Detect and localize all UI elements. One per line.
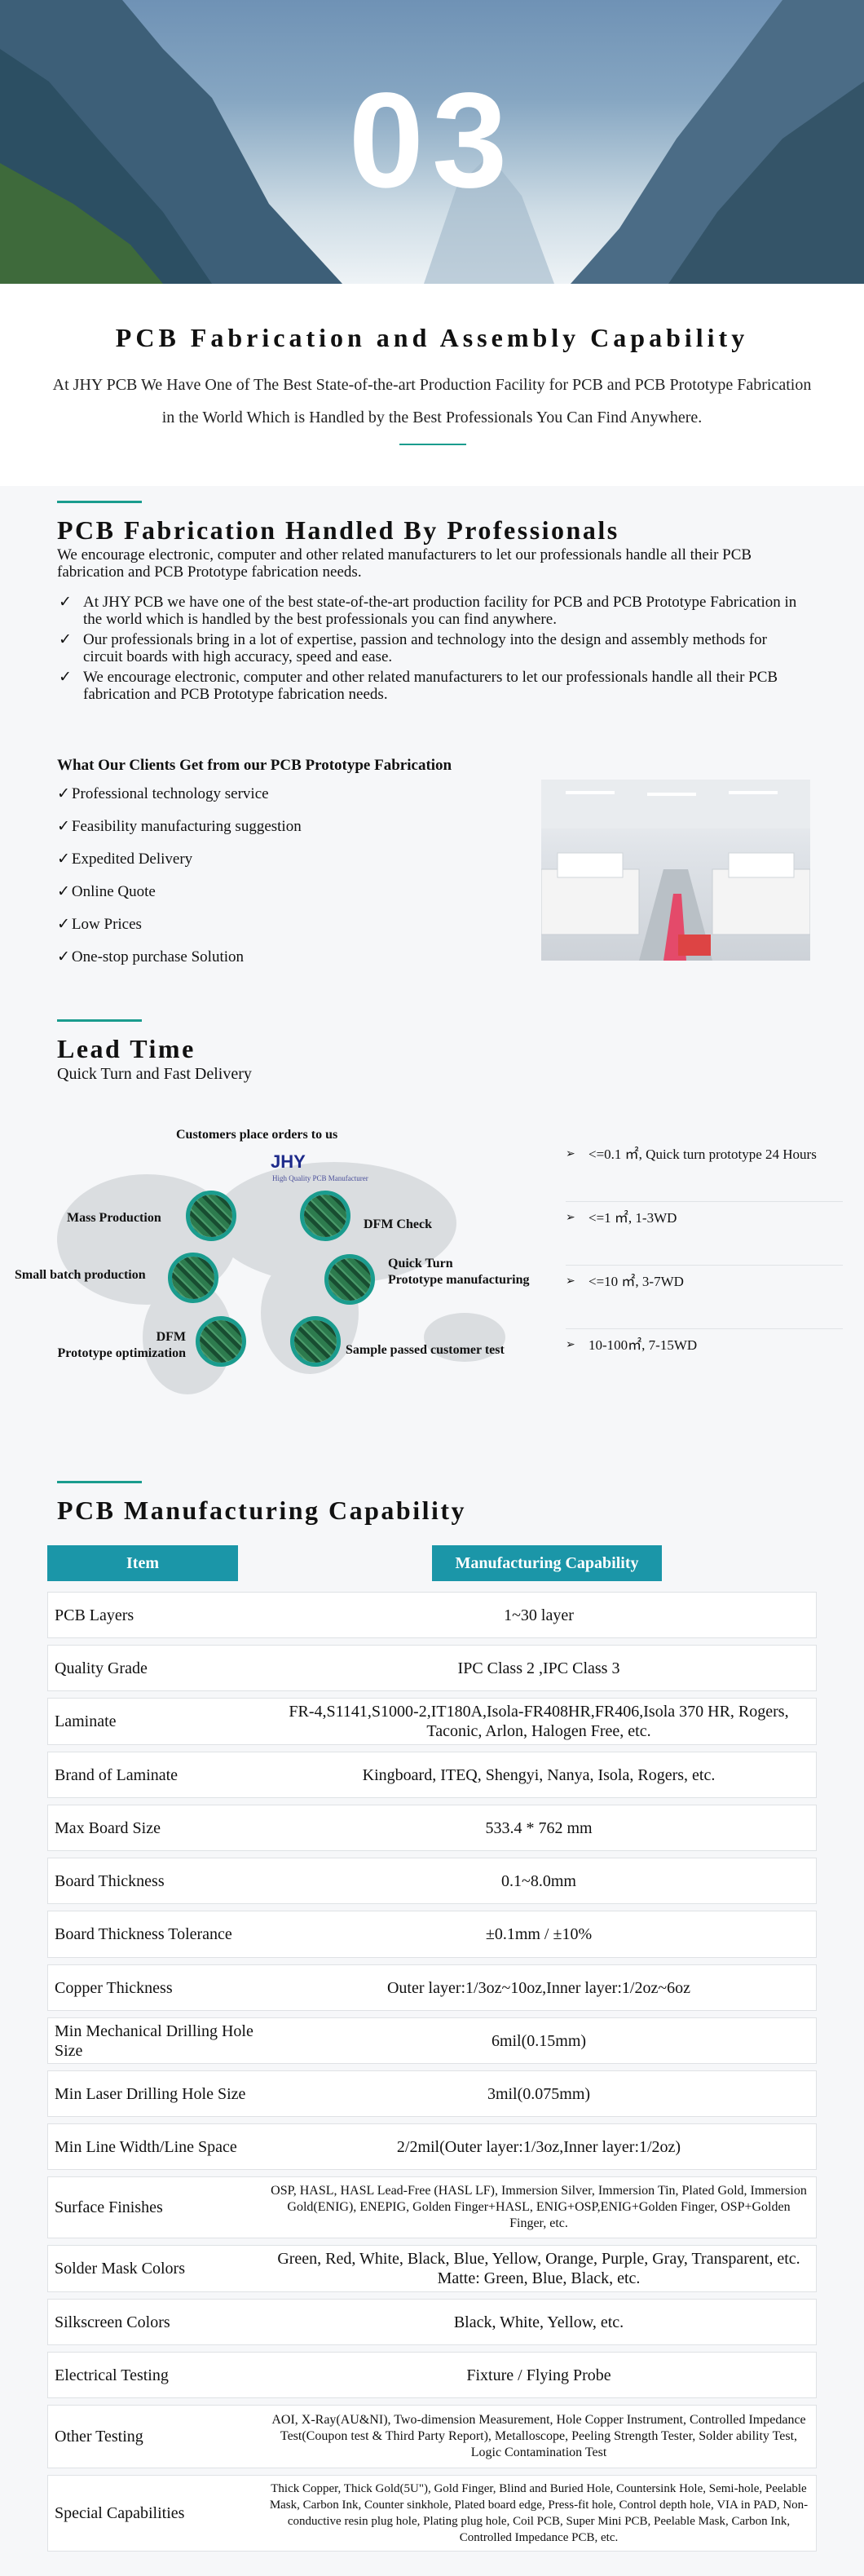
clients-list: ✓Professional technology service ✓Feasib…	[57, 781, 302, 977]
factory-illustration	[541, 780, 810, 961]
logo-tagline: High Quality PCB Manufacturer	[272, 1174, 368, 1182]
fabrication-points: ✓At JHY PCB we have one of the best stat…	[57, 594, 807, 706]
label-dfm-prototype: DFM Prototype optimization	[57, 1330, 186, 1360]
list-item: ➢<=1 ㎡, 1-3WD	[566, 1202, 843, 1266]
clients-heading: What Our Clients Get from our PCB Protot…	[57, 757, 452, 774]
pcb-image-circle	[290, 1316, 341, 1367]
list-item: ✓Professional technology service	[57, 785, 269, 802]
list-item: ✓Our professionals bring in a lot of exp…	[59, 631, 768, 665]
mountain-landscape-image	[0, 0, 864, 284]
check-icon: ✓	[59, 631, 72, 648]
fabrication-title: PCB Fabrication Handled By Professionals	[57, 515, 619, 545]
pcb-image-circle	[196, 1316, 246, 1367]
list-item: ✓Feasibility manufacturing suggestion	[57, 818, 302, 835]
accent-line	[57, 501, 142, 503]
factory-photo	[541, 780, 810, 961]
section-title: PCB Fabrication and Assembly Capability	[115, 323, 749, 352]
intro-section: PCB Fabrication and Assembly Capability …	[0, 284, 864, 486]
arrow-icon: ➢	[566, 1275, 575, 1288]
lead-time-subtitle: Quick Turn and Fast Delivery	[57, 1065, 252, 1083]
check-icon: ✓	[57, 785, 70, 802]
arrow-icon: ➢	[566, 1148, 575, 1160]
list-item: ➢<=0.1 ㎡, Quick turn prototype 24 Hours	[566, 1138, 843, 1202]
accent-line	[57, 1019, 142, 1022]
list-item: ✓We encourage electronic, computer and o…	[59, 669, 778, 703]
hero-banner: 03	[0, 0, 864, 284]
check-icon: ✓	[57, 883, 70, 900]
pcb-image-circle	[186, 1191, 236, 1241]
table-row: Board Thickness Tolerance±0.1mm / ±10%	[47, 1911, 817, 1958]
list-item: ➢10-100㎡, 7-15WD	[566, 1329, 843, 1393]
check-icon: ✓	[59, 594, 72, 611]
header-capability: Manufacturing Capability	[432, 1545, 662, 1581]
label-customers: Customers place orders to us	[176, 1128, 338, 1142]
pcb-image-circle	[300, 1191, 350, 1241]
arrow-icon: ➢	[566, 1212, 575, 1224]
list-item: ✓One-stop purchase Solution	[57, 948, 244, 965]
label-dfm-check: DFM Check	[364, 1217, 432, 1231]
label-mass-production: Mass Production	[67, 1211, 161, 1225]
list-item: ✓Low Prices	[57, 916, 142, 933]
check-icon: ✓	[57, 916, 70, 933]
label-small-batch: Small batch production	[15, 1268, 146, 1282]
check-icon: ✓	[57, 851, 70, 868]
pcb-image-circle	[324, 1254, 375, 1305]
header-item: Item	[47, 1545, 238, 1581]
list-item: ✓Expedited Delivery	[57, 851, 193, 868]
list-item: ✓Online Quote	[57, 883, 156, 900]
section-number: 03	[348, 65, 516, 216]
intro-text: At JHY PCB We Have One of The Best State…	[52, 376, 812, 426]
check-icon: ✓	[57, 818, 70, 835]
list-item: ✓At JHY PCB we have one of the best stat…	[59, 594, 797, 628]
accent-line	[57, 1481, 142, 1483]
check-icon: ✓	[59, 669, 72, 686]
label-sample-test: Sample passed customer test	[346, 1343, 505, 1357]
capability-title: PCB Manufacturing Capability	[57, 1496, 467, 1525]
fabrication-intro: We encourage electronic, computer and ot…	[57, 546, 752, 581]
lead-time-list: ➢<=0.1 ㎡, Quick turn prototype 24 Hours …	[566, 1138, 843, 1393]
label-quick-turn: Quick Turn Prototype manufacturing	[388, 1257, 530, 1287]
check-icon: ✓	[57, 948, 70, 965]
list-item: ➢<=10 ㎡, 3-7WD	[566, 1266, 843, 1329]
jhy-logo: JHY	[271, 1151, 306, 1172]
pcb-image-circle	[168, 1253, 218, 1303]
title-underline	[399, 444, 466, 445]
arrow-icon: ➢	[566, 1339, 575, 1351]
lead-time-title: Lead Time	[57, 1034, 196, 1063]
